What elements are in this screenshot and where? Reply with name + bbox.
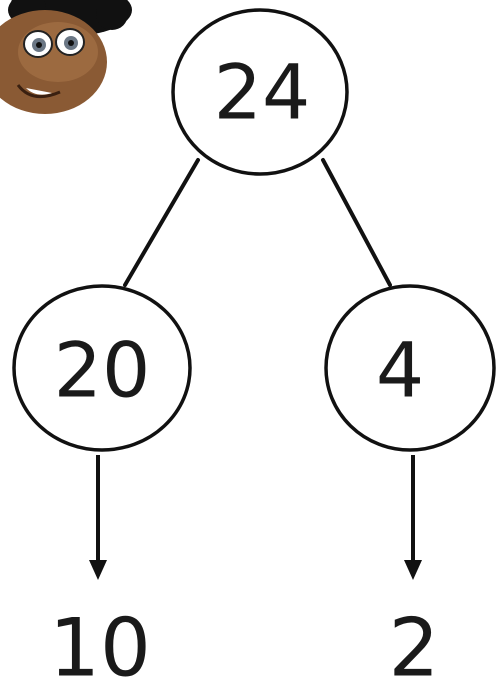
- node-left-value: 20: [54, 326, 151, 415]
- node-root-value: 24: [214, 48, 311, 137]
- arrow-right-down: [404, 455, 422, 580]
- node-right: 4: [324, 284, 496, 452]
- node-root: 24: [171, 8, 349, 176]
- cartoon-face-icon: [0, 0, 132, 114]
- result-left-value: 10: [49, 602, 151, 693]
- edge-root-right: [321, 158, 392, 287]
- edge-root-left: [123, 158, 200, 287]
- node-right-value: 4: [376, 326, 424, 415]
- result-right-value: 2: [389, 602, 440, 693]
- node-left: 20: [12, 284, 192, 452]
- arrow-left-down: [89, 455, 107, 580]
